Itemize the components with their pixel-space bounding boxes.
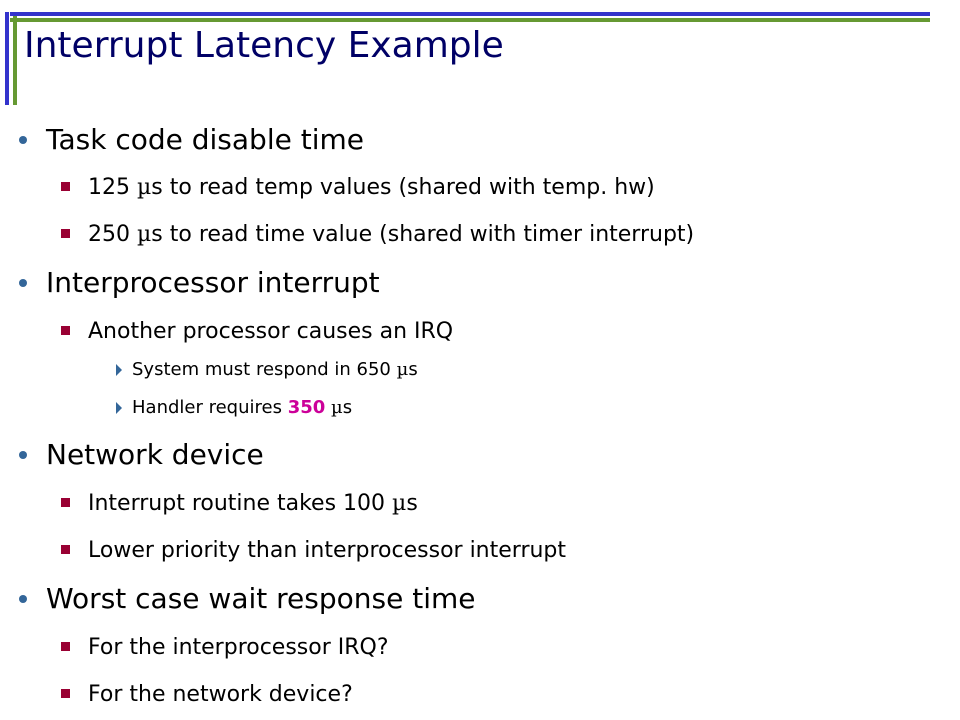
list-item: Lower priority than interprocessor inter… (88, 538, 567, 563)
list-item: 250 µs to read time value (shared with t… (88, 222, 695, 247)
title-bar-top-green (10, 18, 930, 22)
section-heading-network: Network device (46, 438, 264, 471)
square-bullet-icon (61, 642, 70, 651)
section-heading-task-code: Task code disable time (46, 123, 364, 156)
sub-list-item: System must respond in 650 µs (132, 359, 418, 380)
square-bullet-icon (61, 326, 70, 335)
square-bullet-icon (61, 689, 70, 698)
title-bar-top-blue (10, 12, 930, 16)
square-bullet-icon (61, 229, 70, 238)
round-bullet-icon (19, 136, 27, 144)
triangle-bullet-icon (116, 364, 122, 376)
mu-symbol: µ (331, 397, 343, 418)
list-item: For the interprocessor IRQ? (88, 635, 389, 660)
list-item: Interrupt routine takes 100 µs (88, 491, 418, 516)
list-item: 125 µs to read temp values (shared with … (88, 175, 655, 200)
title-bar-left-green (13, 12, 17, 105)
slide-title: Interrupt Latency Example (24, 25, 504, 66)
triangle-bullet-icon (116, 402, 122, 414)
square-bullet-icon (61, 182, 70, 191)
square-bullet-icon (61, 545, 70, 554)
section-heading-worst-case: Worst case wait response time (46, 582, 476, 615)
mu-symbol: µ (136, 222, 152, 247)
round-bullet-icon (19, 279, 27, 287)
mu-symbol: µ (392, 491, 407, 516)
highlighted-value: 350 (287, 397, 326, 418)
section-heading-interprocessor: Interprocessor interrupt (46, 266, 380, 299)
title-bar-left-blue (5, 12, 9, 105)
list-item: For the network device? (88, 682, 353, 707)
mu-symbol: µ (396, 359, 409, 380)
round-bullet-icon (19, 595, 27, 603)
square-bullet-icon (61, 498, 70, 507)
round-bullet-icon (19, 451, 27, 459)
list-item: Another processor causes an IRQ (88, 319, 454, 344)
mu-symbol: µ (136, 175, 152, 200)
sub-list-item: Handler requires 350 µs (132, 397, 353, 418)
